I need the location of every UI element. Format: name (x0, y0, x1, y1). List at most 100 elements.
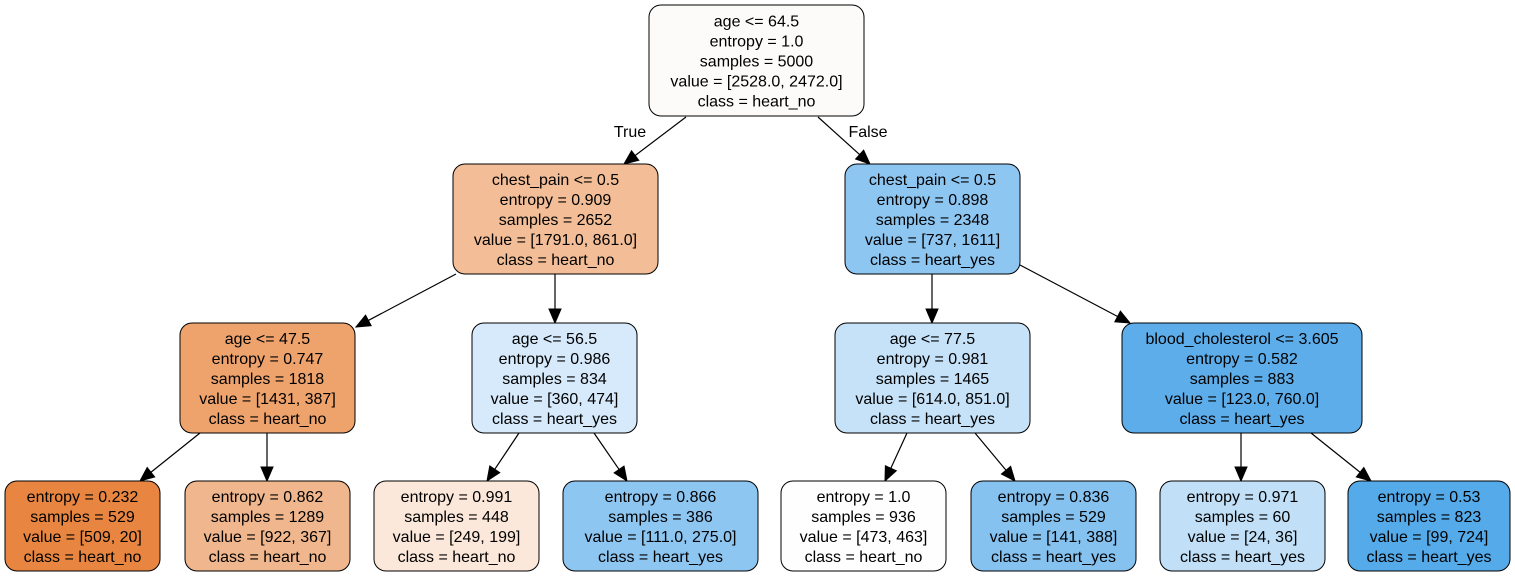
node-box (373, 480, 540, 572)
node-line: value = [737, 1611] (865, 232, 1000, 249)
node-line: entropy = 0.747 (212, 351, 324, 368)
tree-node-n6: blood_cholesterol <= 3.605 entropy = 0.58… (1121, 322, 1363, 434)
tree-nodes: age <= 64.5 entropy = 1.0 samples = 5000 va… (4, 4, 1511, 572)
edge-line-11 (974, 432, 1007, 471)
edge-line-6 (150, 432, 201, 473)
edge-arrowhead-2 (354, 314, 372, 328)
node-line: entropy = 1.0 (710, 34, 804, 51)
edge-line-0 (634, 116, 687, 157)
node-line: entropy = 0.232 (27, 489, 139, 506)
node-line: entropy = 0.909 (500, 192, 612, 209)
node-box (648, 4, 865, 117)
node-box (844, 163, 1021, 275)
node-line: samples = 936 (811, 509, 916, 526)
node-line: class = heart_yes (991, 549, 1116, 566)
node-box (4, 480, 161, 572)
edge-line-8 (494, 432, 520, 470)
node-line: class = heart_no (209, 411, 327, 428)
node-box (452, 163, 659, 275)
node-line: samples = 1289 (211, 509, 325, 526)
tree-node-n14: entropy = 0.53 samples = 823 value = [99, … (1347, 480, 1511, 572)
node-box (1121, 322, 1363, 434)
tree-node-n2: chest_pain <= 0.5 entropy = 0.898 samples … (844, 163, 1021, 275)
edge-arrowhead-6 (139, 466, 156, 482)
edge-arrowhead-7 (260, 466, 274, 483)
node-line: class = heart_no (24, 549, 142, 566)
node-line: entropy = 0.53 (1378, 489, 1481, 506)
node-line: samples = 529 (30, 509, 135, 526)
node-line: samples = 2348 (876, 212, 990, 229)
node-line: chest_pain <= 0.5 (869, 172, 996, 189)
node-line: value = [1431, 387] (199, 391, 336, 408)
node-line: entropy = 0.971 (1187, 489, 1299, 506)
edge-label-false: False (848, 124, 887, 141)
node-line: age <= 56.5 (512, 331, 598, 348)
node-line: entropy = 0.986 (499, 351, 611, 368)
node-box (562, 480, 759, 572)
node-line: entropy = 0.836 (998, 489, 1110, 506)
node-line: value = [24, 36] (1188, 529, 1298, 546)
edge-line-5 (1019, 264, 1118, 318)
node-box (780, 480, 947, 572)
node-line: class = heart_yes (1367, 549, 1492, 566)
edge-arrowhead-9 (613, 465, 628, 483)
node-line: entropy = 0.898 (877, 192, 989, 209)
node-line: class = heart_no (209, 549, 327, 566)
tree-node-n8: entropy = 0.862 samples = 1289 value = [92… (184, 480, 351, 572)
tree-node-n3: age <= 47.5 entropy = 0.747 samples = 1818… (179, 322, 356, 434)
node-line: value = [473, 463] (800, 529, 928, 546)
node-line: class = heart_no (497, 252, 615, 269)
node-line: value = [360, 474] (491, 391, 619, 408)
node-line: samples = 1465 (876, 371, 990, 388)
node-line: value = [123.0, 760.0] (1165, 391, 1319, 408)
tree-node-n13: entropy = 0.971 samples = 60 value = [24, … (1159, 480, 1326, 572)
node-line: samples = 5000 (700, 54, 814, 71)
node-box (471, 322, 638, 434)
node-box (179, 322, 356, 434)
tree-edge-labels: True False (614, 124, 888, 141)
node-line: class = heart_yes (492, 411, 617, 428)
edge-line-10 (890, 432, 908, 469)
node-box (970, 480, 1137, 572)
node-line: class = heart_yes (870, 411, 995, 428)
node-line: value = [1791.0, 861.0] (474, 232, 637, 249)
node-line: value = [111.0, 275.0] (585, 529, 737, 546)
node-line: entropy = 0.866 (605, 489, 717, 506)
node-line: class = heart_yes (598, 549, 723, 566)
node-line: samples = 448 (404, 509, 509, 526)
node-line: age <= 64.5 (714, 14, 800, 31)
edge-arrowhead-10 (884, 465, 898, 483)
node-line: value = [99, 724] (1370, 529, 1489, 546)
edge-arrowhead-11 (1000, 465, 1016, 482)
node-box (184, 480, 351, 572)
edge-label-true: True (614, 124, 646, 141)
node-box (1159, 480, 1326, 572)
node-line: samples = 823 (1377, 509, 1482, 526)
node-line: samples = 2652 (499, 212, 613, 229)
edge-line-1 (817, 116, 861, 156)
node-line: samples = 1818 (211, 371, 325, 388)
node-line: entropy = 0.862 (212, 489, 324, 506)
node-line: age <= 77.5 (890, 331, 976, 348)
node-line: samples = 883 (1190, 371, 1295, 388)
node-box (1347, 480, 1511, 572)
node-box (834, 322, 1031, 434)
edge-arrowhead-8 (486, 465, 501, 483)
tree-edges (139, 116, 1372, 483)
node-line: age <= 47.5 (225, 331, 311, 348)
node-line: blood_cholesterol <= 3.605 (1145, 331, 1338, 348)
node-line: samples = 529 (1001, 509, 1106, 526)
edge-arrowhead-13 (1355, 466, 1372, 482)
edge-arrowhead-12 (1234, 466, 1248, 483)
node-line: samples = 60 (1195, 509, 1291, 526)
node-line: entropy = 0.582 (1186, 351, 1298, 368)
node-line: class = heart_no (698, 94, 816, 111)
node-line: value = [922, 367] (204, 529, 332, 546)
